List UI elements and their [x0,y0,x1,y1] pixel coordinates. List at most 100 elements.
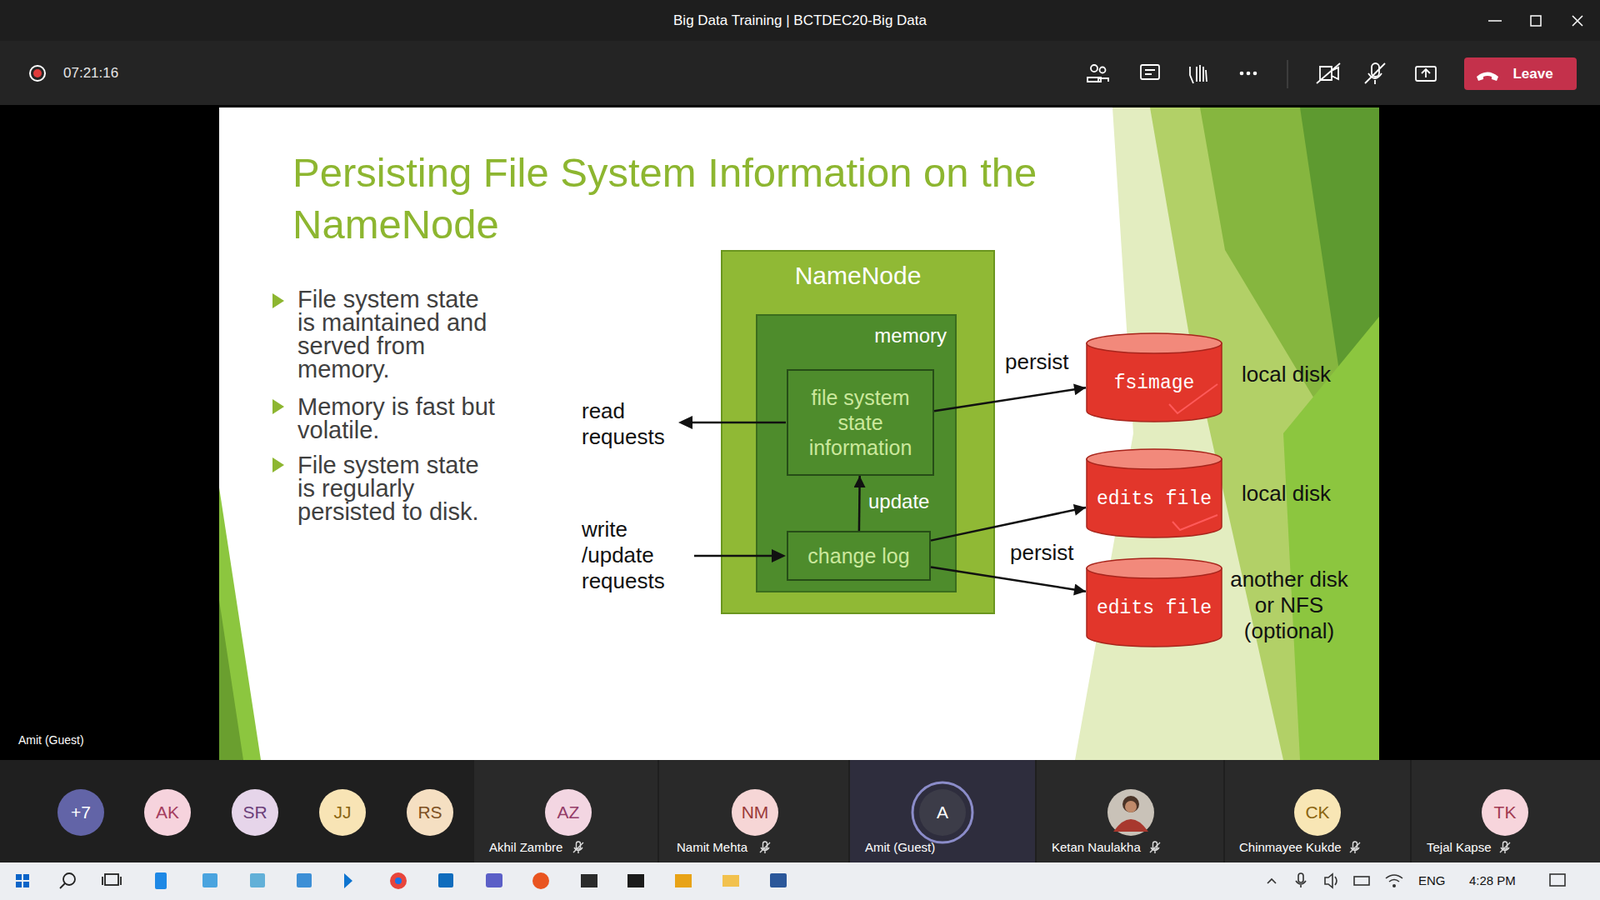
taskbar [438,873,454,888]
taskbar [296,873,312,888]
taskbar [770,873,787,888]
participant-name: Akhil Zambre [489,840,563,855]
meeting-toolbar [1415,66,1436,81]
avatar-circle-text: +7 [70,802,91,823]
call-timer: 07:21:16 [63,65,119,82]
mic-off-icon [760,842,770,854]
edge-label: persist [1010,540,1075,566]
meeting-toolbar [1240,71,1245,76]
slide [1075,107,1380,760]
cylinder-body [1086,459,1222,538]
disk-label-text: local disk [1241,480,1331,507]
title-bar [0,0,1600,41]
taskbar [395,877,402,885]
avatar-circle-text: CK [1305,802,1330,823]
memory-box: memoryfile system state informationchang… [755,314,957,593]
participant-name: Tejal Kapse [1426,840,1492,855]
bullet-point-text: File system state is regularly persisted… [297,453,502,524]
taskbar [0,862,1600,900]
taskbar [105,874,119,885]
taskbar [250,873,265,888]
taskbar [344,873,355,889]
taskbar [155,872,167,890]
taskbar-clock: 4:28 PM [1469,873,1516,888]
namenode-box-text: NameNode [722,261,994,290]
avatar-circle-text: AK [155,802,180,823]
taskbar [390,872,407,890]
taskbar [627,874,645,888]
avatar-circle: TK [1481,789,1529,836]
request-label: read requests [581,398,675,450]
change-log-box: change log [786,530,931,581]
read-arrow [688,421,786,425]
disk-label: local disk [1241,480,1331,507]
cylinder-top [1086,333,1222,354]
slide [219,107,1380,760]
participant-strip [1036,760,1224,863]
disk-label-text: local disk [1241,361,1331,388]
write-arrow [694,555,775,558]
participant-strip [0,760,1600,863]
hangup-icon [1476,72,1499,82]
disk-cylinder-text: edits file [1096,488,1212,510]
taskbar [1385,875,1403,882]
presenter-name-text: Amit (Guest) [18,733,85,747]
disk-cylinder-text: fsimage [1114,372,1195,395]
profile-photo [1125,800,1137,813]
taskbar [532,872,550,890]
edge-label: persist [1005,349,1070,375]
avatar-circle: JJ [319,789,366,836]
check-mark [1172,515,1218,530]
profile-photo [1122,795,1140,813]
disk-cylinder: fsimage [1085,332,1223,422]
meeting-toolbar [0,40,1600,105]
window-title-text: Big Data Training | BCTDEC20-Big Data [550,12,1050,30]
write-arrow [771,549,786,563]
avatar-circle: A [919,789,966,836]
write-arrow [694,549,786,563]
mic-off-icon [1500,842,1510,854]
flow-arrow [858,475,861,531]
meeting-toolbar [1090,65,1098,72]
avatar-circle: NM [731,789,779,836]
meeting-toolbar [33,69,42,78]
taskbar [1267,873,1565,888]
hangup-icon [1476,72,1499,82]
participant-name-text: Chinmayee Kukde [1239,840,1342,855]
avatar-circle: RS [406,789,454,836]
meeting-toolbar [30,65,45,81]
request-label-text: write /update requests [581,516,675,595]
window-title: Big Data Training | BCTDEC20-Big Data [550,12,1050,30]
namenode-box: NameNode memoryfile system state informat… [720,250,995,615]
meeting-toolbar [1240,71,1258,76]
taskbar-language-text: ENG [1418,873,1446,888]
meeting-toolbar [1087,63,1436,85]
taskbar [23,881,30,888]
taskbar [15,881,22,888]
disk-cylinder: edits file [1085,448,1223,538]
slide [219,487,261,760]
participant-strip [474,760,658,863]
taskbar [202,873,218,888]
state-box: file system state information [786,369,935,476]
cylinder-body [1086,568,1222,647]
avatar-circle-text: SR [242,802,267,823]
participant-name-text: Akhil Zambre [489,840,563,855]
edge-label-text: update [868,490,930,514]
mic-off-icon [760,841,770,854]
cylinder-top [1086,449,1222,470]
bullet-point: File system state is maintained and serv… [297,287,502,381]
taskbar [1392,884,1396,888]
participant-strip [912,782,973,843]
participant-name: Ketan Naulakha [1051,840,1141,855]
avatar-circle: +7 [57,789,105,836]
taskbar [722,875,740,887]
meeting-toolbar [1145,70,1155,75]
disk-cylinder: edits file [1085,557,1223,647]
disk-label-text: another disk or NFS (optional) [1221,566,1357,645]
taskbar [1298,873,1304,883]
bullet-point: File system state is regularly persisted… [297,453,502,524]
meeting-toolbar [0,40,1600,105]
meeting-toolbar [1421,69,1430,78]
